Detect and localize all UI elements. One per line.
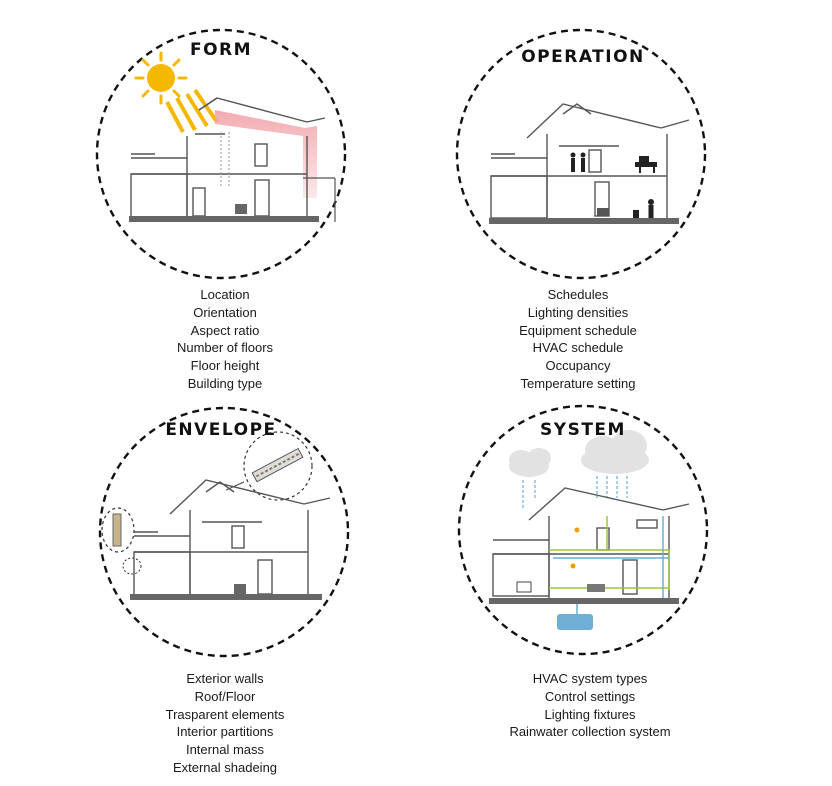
- envelope-diagram: [98, 406, 350, 658]
- rain-arrows-icon: [522, 476, 628, 508]
- system-diagram: [457, 404, 709, 656]
- operation-list: Schedules Lighting densities Equipment s…: [448, 286, 708, 393]
- list-item: Schedules: [547, 287, 609, 302]
- list-item: Lighting densities: [527, 304, 629, 320]
- list-item: Orientation: [193, 304, 257, 320]
- list-item: Exterior walls: [186, 671, 264, 686]
- list-item: Roof/Floor: [194, 688, 256, 704]
- list-item: Building type: [187, 375, 263, 391]
- operation-title: OPERATION: [521, 47, 645, 67]
- occupants-icon: [570, 152, 657, 219]
- rain-tank-icon: [557, 614, 593, 630]
- operation-diagram: [455, 28, 707, 280]
- list-item: HVAC system types: [532, 671, 648, 686]
- list-item: Floor height: [190, 358, 260, 374]
- list-item: Internal mass: [185, 742, 265, 758]
- list-item: Trasparent elements: [165, 706, 285, 722]
- envelope-list: Exterior walls Roof/Floor Trasparent ele…: [95, 670, 355, 777]
- house-section-icon: [133, 479, 331, 598]
- list-item: Rainwater collection system: [509, 724, 671, 740]
- sun-rays-icon: [165, 88, 219, 133]
- list-item: Temperature setting: [520, 375, 636, 391]
- sun-icon: [134, 51, 188, 105]
- list-item: HVAC schedule: [532, 340, 624, 356]
- list-item: Location: [200, 287, 250, 302]
- roof-detail-icon: [251, 447, 304, 483]
- list-item: Occupancy: [545, 358, 611, 374]
- cloud-icon: [581, 430, 649, 474]
- list-item: Aspect ratio: [190, 322, 260, 338]
- list-item: Control settings: [544, 688, 636, 704]
- system-list: HVAC system types Control settings Light…: [460, 670, 720, 741]
- house-section-icon: [490, 103, 690, 222]
- system-title: SYSTEM: [540, 420, 626, 440]
- form-title: FORM: [189, 40, 253, 60]
- list-item: External shadeing: [172, 759, 278, 775]
- form-list: Location Orientation Aspect ratio Number…: [95, 286, 355, 393]
- envelope-title: ENVELOPE: [165, 420, 277, 440]
- form-diagram: [95, 28, 347, 280]
- list-item: Number of floors: [176, 340, 274, 356]
- list-item: Lighting fixtures: [544, 706, 636, 722]
- list-item: Interior partitions: [176, 724, 274, 740]
- list-item: Equipment schedule: [519, 322, 637, 338]
- cloud-icon: [509, 448, 551, 477]
